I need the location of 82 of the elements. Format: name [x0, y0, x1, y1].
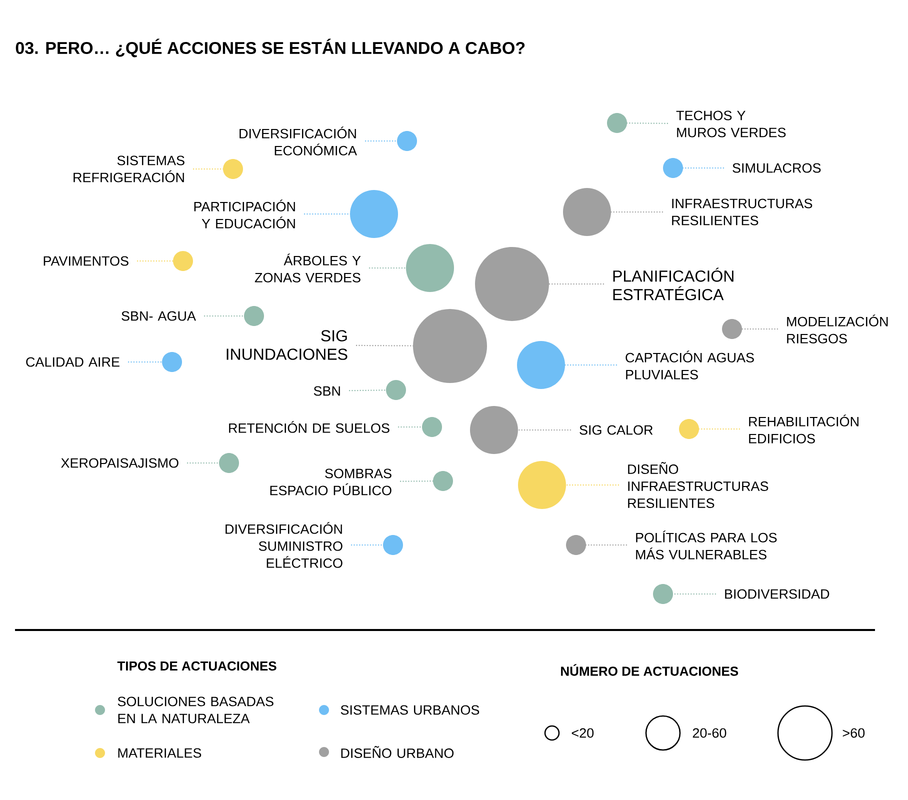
bubble: [470, 406, 518, 454]
bubble: [722, 319, 742, 339]
leader-line: [673, 593, 716, 595]
bubble: [679, 419, 699, 439]
bubble-label: SBN: [314, 386, 340, 396]
leader-line: [611, 211, 663, 213]
bubble: [607, 113, 627, 133]
bubble: [386, 380, 406, 400]
legend-heading: NÚMERO DE ACTUACIONES: [561, 664, 738, 676]
leader-line: [304, 213, 350, 215]
bubble-label: XEROPAISAJISMO: [61, 458, 178, 468]
bubble-label: SOMBRAS ESPACIO PÚBLICO: [270, 468, 392, 496]
leader-line: [566, 484, 619, 486]
bubble-label: INFRAESTRUCTURAS RESILIENTES: [672, 198, 812, 226]
bubble-label: DISEÑO INFRAESTRUCTURAS RESILIENTES: [628, 462, 768, 508]
leader-line: [349, 390, 386, 392]
leader-line: [137, 260, 173, 262]
bubble-label: TECHOS Y MUROS VERDES: [676, 110, 786, 138]
bubble: [663, 158, 683, 178]
bubble: [383, 535, 403, 555]
bubble-label: SIMULACROS: [732, 163, 821, 173]
leader-line: [586, 544, 627, 546]
bubble: [223, 159, 243, 179]
bubble-label: DIVERSIFICACIÓN SUMINISTRO ELÉCTRICO: [226, 522, 342, 568]
leader-line: [565, 364, 617, 366]
bubble: [433, 471, 453, 491]
leader-line: [400, 480, 433, 482]
legend-text: DISEÑO URBANO: [341, 746, 454, 758]
bubble-label: REHABILITACIÓN EDIFICIOS: [749, 414, 858, 444]
legend-text: <20: [572, 728, 594, 738]
bubble-label: PLANIFICACIÓN ESTRATÉGICA: [613, 268, 734, 300]
leader-line: [204, 315, 244, 317]
bubble: [413, 309, 487, 383]
bubble: [406, 244, 454, 292]
leader-line: [187, 462, 219, 464]
bubble-label: PAVIMENTOS: [44, 256, 128, 266]
bubble: [173, 251, 193, 271]
legend-text: MATERIALES: [118, 748, 202, 758]
bubble: [350, 190, 398, 238]
leader-line: [398, 426, 422, 428]
bubble-label: SISTEMAS REFRIGERACIÓN: [74, 156, 184, 182]
bubble-label: SBN- AGUA: [122, 311, 196, 321]
leader-line: [351, 544, 383, 546]
legend-text: 20-60: [692, 728, 726, 738]
bubble-label: DIVERSIFICACIÓN ECONÓMICA: [240, 126, 357, 156]
leader-line: [683, 167, 724, 169]
bubble-label: RETENCIÓN DE SUELOS: [229, 421, 390, 433]
legend-text: >60: [842, 728, 865, 738]
leader-line: [627, 122, 668, 124]
bubble: [566, 535, 586, 555]
bubble-label: POLÍTICAS PARA LOS MÁS VULNERABLES: [636, 530, 777, 560]
bubble: [563, 188, 611, 236]
leader-line: [356, 344, 413, 346]
bubble: [244, 306, 264, 326]
bubble-label: CALIDAD AIRE: [26, 357, 120, 367]
leader-line: [365, 140, 397, 142]
bubble: [397, 131, 417, 151]
bubble: [422, 417, 442, 437]
bubble: [653, 584, 673, 604]
bubble-label: SIG CALOR: [580, 425, 653, 435]
leader-line: [193, 168, 223, 170]
leader-line: [369, 267, 406, 269]
bubble: [219, 453, 239, 473]
bubble: [517, 341, 565, 389]
bubble-label: SIG INUNDACIONES: [226, 330, 348, 360]
bubble-label: CAPTACIÓN AGUAS PLUVIALES: [626, 350, 754, 380]
leader-line: [518, 429, 571, 431]
bubble: [162, 352, 182, 372]
legend-text: SOLUCIONES BASADAS EN LA NATURALEZA: [118, 696, 274, 724]
bubble-label: MODELIZACIÓN RIESGOS: [787, 314, 888, 344]
bubble-label: ÁRBOLES Y ZONAS VERDES: [254, 254, 361, 282]
leader-line: [742, 328, 778, 330]
legend-text: SISTEMAS URBANOS: [340, 705, 480, 715]
bubble-label: PARTICIPACIÓN Y EDUCACIÓN: [194, 200, 295, 228]
leader-line: [549, 283, 604, 285]
bubble: [518, 461, 566, 509]
bubble: [475, 247, 549, 321]
bubble-label: BIODIVERSIDAD: [725, 589, 830, 599]
leader-line: [128, 361, 162, 363]
legend-heading: TIPOS DE ACTUACIONES: [117, 661, 276, 671]
title: 03. PERO… ¿QUÉ ACCIONES SE ESTÁN LLEVANDO A CABO?: [16, 38, 525, 58]
leader-line: [699, 428, 740, 430]
